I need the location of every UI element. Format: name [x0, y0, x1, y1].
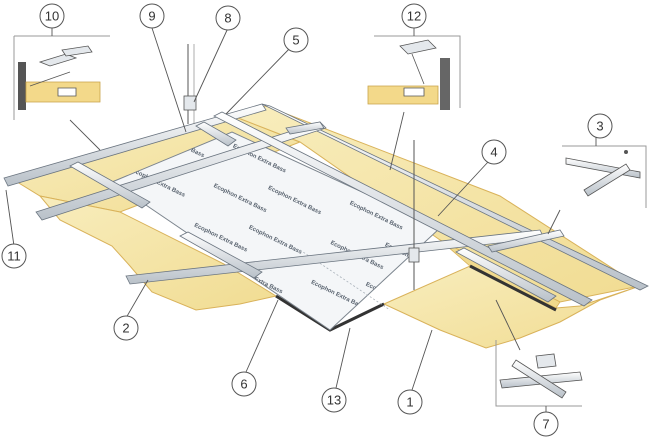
callout-4-label: 4 [490, 145, 497, 160]
callout-4: 4 [481, 139, 507, 165]
detail-inset-3 [562, 145, 647, 208]
detail-inset-12 [367, 35, 461, 110]
callout-3: 3 [587, 113, 613, 139]
callout-2-label: 2 [122, 321, 129, 336]
cross-tee-right [455, 247, 557, 303]
callout-13-label: 13 [327, 393, 341, 408]
callout-8-label: 8 [224, 11, 231, 26]
tile-print-4: Ecophon Extra Bass [115, 87, 171, 118]
callout-9-label: 9 [148, 9, 155, 24]
cross-tee-center [179, 231, 263, 279]
panel-left-front [38, 195, 278, 311]
callout-12: 12 [401, 3, 427, 29]
callout-5-label: 5 [292, 33, 299, 48]
callout-7-label: 7 [542, 417, 549, 432]
callout-8: 8 [215, 5, 241, 31]
tile-print-21: Ecophon Extra Bass [345, 321, 401, 352]
panel-back-right [226, 105, 642, 303]
cross-tee-left [69, 161, 151, 209]
hanger-clip-1 [183, 95, 197, 111]
leader-lines [5, 27, 597, 412]
hangers [183, 44, 420, 290]
callout-3-label: 3 [596, 119, 603, 134]
callout-10-label: 10 [45, 9, 59, 24]
cross-tee-back-right [285, 121, 325, 135]
callout-5: 5 [283, 27, 309, 53]
cross-tee-short [487, 229, 565, 253]
main-runner-1 [35, 121, 327, 221]
callout-6: 6 [231, 371, 257, 397]
cross-tee-long [213, 111, 593, 307]
callout-7: 7 [533, 411, 559, 437]
callout-2: 2 [113, 315, 139, 341]
callout-11: 11 [1, 243, 27, 269]
callout-10: 10 [39, 3, 65, 29]
cross-tee-back [195, 121, 237, 147]
hanger-clip-2 [408, 247, 420, 263]
callout-1-label: 1 [406, 395, 413, 410]
callout-6-label: 6 [240, 377, 247, 392]
detail-inset-10 [13, 35, 110, 120]
callout-9: 9 [139, 3, 165, 29]
callout-13: 13 [321, 387, 347, 413]
callout-12-label: 12 [407, 9, 421, 24]
callouts: 10 9 8 5 12 3 4 11 [1, 3, 613, 437]
detail-inset-7 [495, 340, 583, 407]
callout-11-label: 11 [7, 249, 21, 264]
callout-1: 1 [397, 389, 423, 415]
